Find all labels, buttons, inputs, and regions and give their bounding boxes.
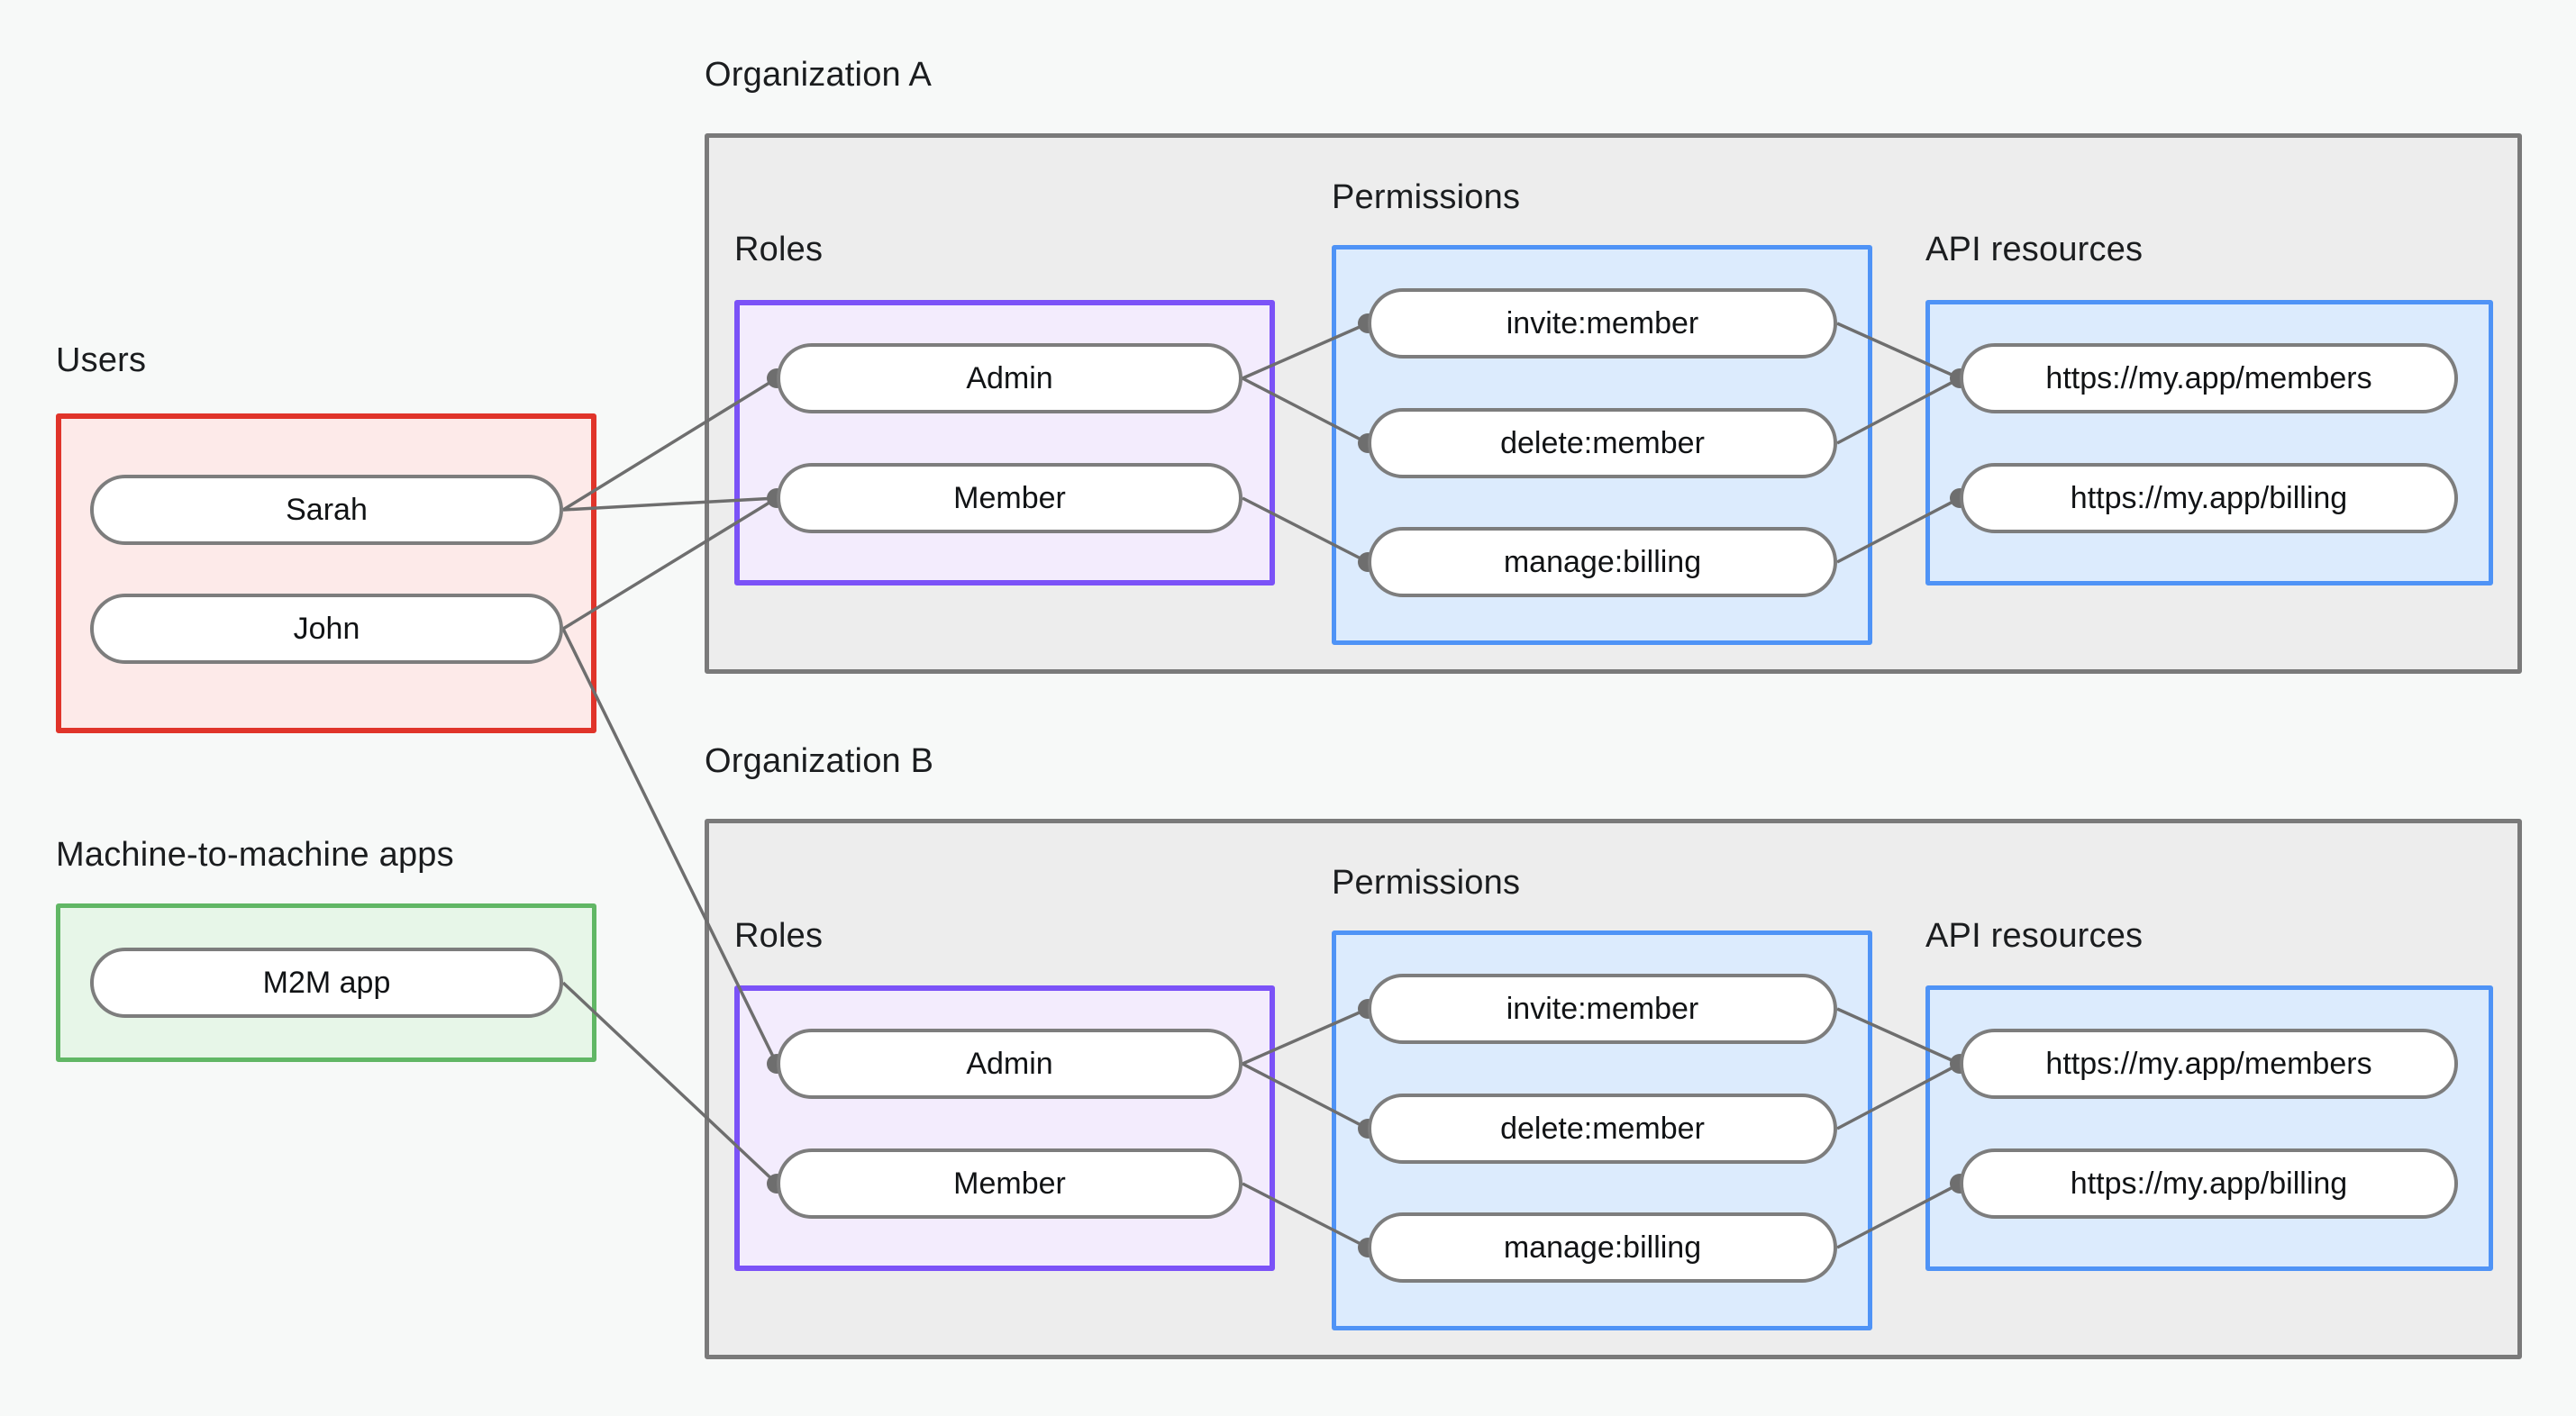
org-a-api-members[interactable]: https://my.app/members [1960, 343, 2458, 413]
org-b-roles-label: Roles [734, 917, 824, 955]
org-a-permission-manage-billing[interactable]: manage:billing [1368, 527, 1837, 597]
org-a-role-member[interactable]: Member [777, 463, 1242, 533]
org-b-permission-manage-billing[interactable]: manage:billing [1368, 1212, 1837, 1283]
org-b-permission-delete-member[interactable]: delete:member [1368, 1094, 1837, 1164]
org-b-role-admin[interactable]: Admin [777, 1029, 1242, 1099]
org-a-roles-label: Roles [734, 231, 824, 268]
users-panel [56, 413, 596, 733]
org-a-api-label: API resources [1925, 231, 2144, 268]
m2m-group-label: Machine-to-machine apps [56, 836, 454, 874]
org-a-permission-delete-member[interactable]: delete:member [1368, 408, 1837, 478]
org-b-api-members[interactable]: https://my.app/members [1960, 1029, 2458, 1099]
user-node-john[interactable]: John [90, 594, 563, 664]
org-a-title: Organization A [705, 56, 933, 94]
users-group-label: Users [56, 341, 147, 379]
org-a-permissions-label: Permissions [1332, 178, 1521, 216]
org-b-permission-invite-member[interactable]: invite:member [1368, 974, 1837, 1044]
user-node-sarah[interactable]: Sarah [90, 475, 563, 545]
org-b-api-billing[interactable]: https://my.app/billing [1960, 1148, 2458, 1219]
org-a-permission-invite-member[interactable]: invite:member [1368, 288, 1837, 359]
org-b-title: Organization B [705, 742, 934, 780]
org-b-api-label: API resources [1925, 917, 2144, 955]
org-a-role-admin[interactable]: Admin [777, 343, 1242, 413]
org-a-api-billing[interactable]: https://my.app/billing [1960, 463, 2458, 533]
m2m-node-app[interactable]: M2M app [90, 948, 563, 1018]
org-b-role-member[interactable]: Member [777, 1148, 1242, 1219]
org-b-permissions-label: Permissions [1332, 864, 1521, 902]
